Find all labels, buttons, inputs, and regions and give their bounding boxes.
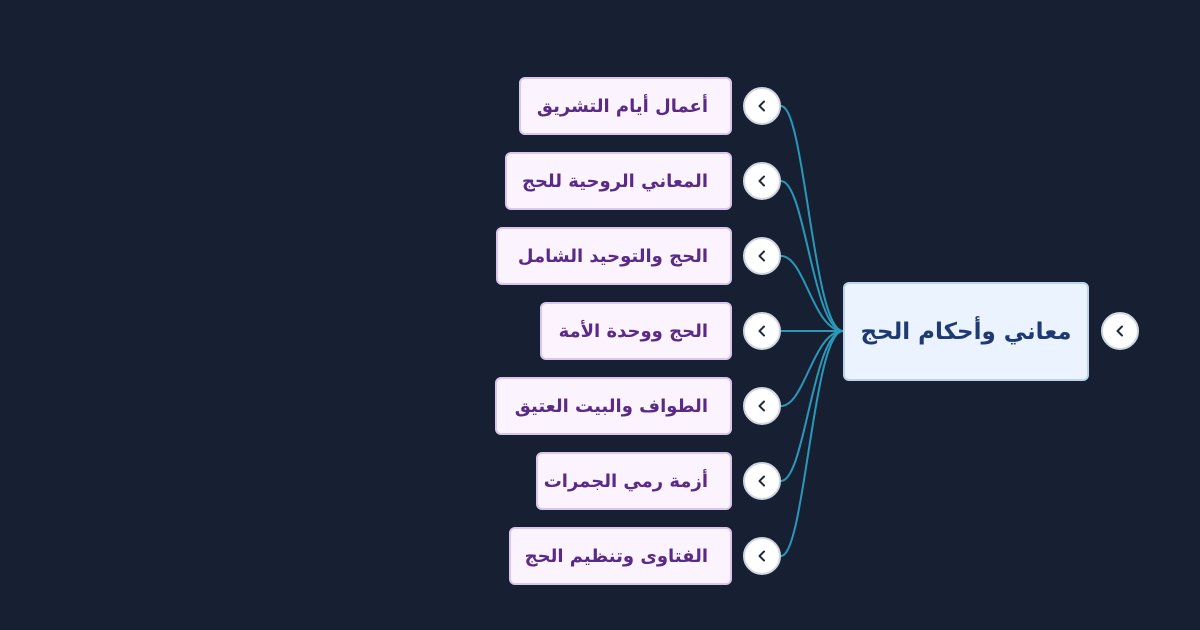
child-node-label: الحج والتوحيد الشامل (517, 245, 708, 267)
edge-connector (780, 105, 844, 332)
child-node[interactable]: الحج والتوحيد الشامل (496, 227, 732, 285)
child-expand-toggle[interactable] (743, 537, 781, 575)
child-expand-toggle[interactable] (743, 462, 781, 500)
child-expand-toggle[interactable] (743, 237, 781, 275)
child-node[interactable]: أعمال أيام التشريق (519, 77, 732, 135)
child-node[interactable]: الحج ووحدة الأمة (540, 302, 732, 360)
root-node-label: معاني وأحكام الحج (860, 318, 1072, 345)
child-node-label: الفتاوى وتنظيم الحج (524, 545, 708, 567)
child-node-label: الطواف والبيت العتيق (514, 395, 708, 417)
chevron-left-icon (758, 325, 765, 337)
child-node[interactable]: الطواف والبيت العتيق (495, 377, 732, 435)
child-node-label: أزمة رمي الجمرات (543, 470, 708, 492)
edge-connector (780, 330, 844, 407)
child-node[interactable]: الفتاوى وتنظيم الحج (509, 527, 732, 585)
child-node[interactable]: المعاني الروحية للحج (505, 152, 732, 210)
root-node[interactable]: معاني وأحكام الحج (843, 282, 1089, 381)
chevron-left-icon (758, 100, 765, 112)
edge-connector (780, 180, 844, 332)
child-expand-toggle[interactable] (743, 162, 781, 200)
child-node-label: المعاني الروحية للحج (521, 170, 708, 192)
child-node-label: الحج ووحدة الأمة (558, 320, 708, 342)
chevron-left-icon (758, 550, 765, 562)
edge-connector (780, 330, 844, 557)
child-expand-toggle[interactable] (743, 387, 781, 425)
child-node-label: أعمال أيام التشريق (536, 95, 708, 117)
child-expand-toggle[interactable] (743, 312, 781, 350)
chevron-left-icon (758, 250, 765, 262)
child-node[interactable]: أزمة رمي الجمرات (536, 452, 732, 510)
chevron-left-icon (758, 400, 765, 412)
chevron-left-icon (1116, 325, 1123, 337)
chevron-left-icon (758, 175, 765, 187)
chevron-left-icon (758, 475, 765, 487)
edge-connector (780, 255, 844, 332)
child-expand-toggle[interactable] (743, 87, 781, 125)
edge-connector (780, 330, 844, 482)
root-collapse-toggle[interactable] (1101, 312, 1139, 350)
